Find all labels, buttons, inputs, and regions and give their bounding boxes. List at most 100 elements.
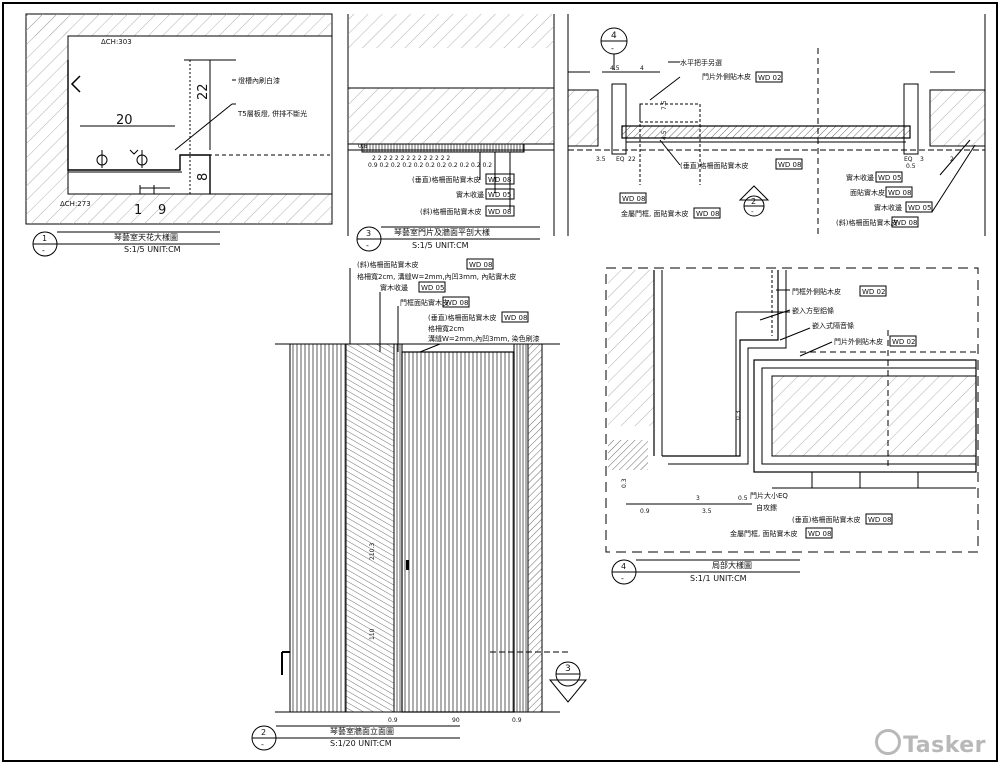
d2-scale: S:1/20 UNIT:CM [330,739,392,748]
d4-code-4: WD 08 [808,530,831,538]
d3-dims-row2: 0.9 0.2 0.2 0.2 0.2 0.2 0.2 0.2 0.2 0.2 … [368,162,492,169]
d1-ref: - [42,246,45,255]
d3-code-2: WD 05 [488,191,511,199]
d4-note-acoustic: 嵌入式隔音條 [812,321,854,330]
dim-4: 4 [640,65,644,72]
watermark-text: Tasker [903,733,986,758]
note-t5-light: T5層板燈, 併排不斷光 [237,109,307,118]
bubble-4-ref: - [611,44,614,53]
d4-dim-3: 3 [696,495,700,502]
d2-note-grille: 格柵寬2cm, 溝縫W=2mm,內凹3mm, 內貼實木皮 [357,272,516,281]
detail-1-ceiling: ΔCH:303 ΔCH:273 燈槽內刷白漆 T5層板燈, 併排不斷光 20 2… [25,13,333,257]
d2-ref: - [261,740,264,749]
tr-code-1: WD 02 [758,74,781,82]
d4-dim-3.5: 3.5 [702,508,712,515]
d4-note-door-skin: 門片外側貼木皮 [834,337,883,346]
dim-7.5: 7.5 [661,100,668,110]
d4-note-aluminium: 嵌入方型鋁條 [792,306,834,315]
d3-code-1: WD 08 [488,176,511,184]
detail-4-partial: 0.3 0.3 0.9 3 3.5 0.5 門框外側貼木皮 WD 02 嵌入方型… [605,267,979,585]
dim-8: 8 [196,173,211,181]
tr-note-door-skin: 門片外側貼木皮 [702,72,751,81]
dim-2: 2 [950,156,954,163]
d4-code-1: WD 02 [862,288,885,296]
d4-ref: - [621,574,624,583]
dim-3: 3 [920,156,924,163]
tr-note-trim-2: 實木收邊 [874,203,902,212]
d4-num: 4 [621,562,626,571]
d2-code-3: WD 08 [445,299,468,307]
tr-code-8: WD 08 [894,219,917,227]
d2-dim-door: 90 [452,717,460,724]
d1-num: 1 [42,234,47,243]
tr-note-trim-1: 實木收邊 [846,173,874,182]
dim-eq-2: EQ [904,156,913,163]
tr-note-vertical: (垂直)格柵面貼實木皮 [680,161,748,170]
d3-note-trim: 實木收邊 [456,190,484,199]
bubble-4-num: 4 [611,31,617,41]
d2-height-1: 210.3 [369,543,376,560]
section-2-num: 2 [751,197,756,206]
d2-dim-left: 0.9 [388,717,398,724]
tr-code-7: WD 05 [908,204,931,212]
d4-scale: S:1/1 UNIT:CM [690,574,747,583]
d4-dim-0.3a: 0.3 [735,410,742,420]
watermark: Tasker [875,729,986,758]
d4-note-metal-frame: 金屬門框, 面貼實木皮 [730,529,797,538]
d3-title: 琴藝室門片及牆面平剖大樣 [394,227,490,237]
d3-code-3: WD 08 [488,208,511,216]
d4-code-3: WD 08 [868,516,891,524]
d2-code-1: WD 08 [469,261,492,269]
section-2-ref: - [751,208,754,216]
d4-note-door-eq: 門片大小EQ [750,491,788,500]
tr-note-face: 面貼實木皮 [850,188,885,197]
tasker-logo-icon [875,729,902,755]
d4-dim-0.3b: 0.3 [621,478,628,488]
d3-note-vertical: (垂直)格柵面貼實木皮 [412,175,480,184]
tr-note-metal-frame: 金屬門框, 面貼實木皮 [621,209,688,218]
dim-4.5: 4.5 [610,65,620,72]
d2-section-num: 3 [565,664,571,674]
dim-9: 9 [158,203,166,218]
d2-dim-right: 0.9 [512,717,522,724]
dim-22: 22 [628,156,636,163]
dim-1: 1 [134,203,142,218]
detail-door-plan: 4 - 2 - 4.5 4 7.5 4.5 3.5 EQ 22 EQ 3 2 0… [567,14,986,236]
d3-side-dim: 0.8 [358,143,368,150]
tr-code-4: WD 08 [696,210,719,218]
d4-note-frame-skin: 門框外側貼木皮 [792,287,841,296]
d2-num: 2 [261,728,266,737]
d2-section-ref: - [565,681,568,690]
detail-3-plan-section: 0.8 2 2 2 2 2 2 2 2 2 2 2 2 2 2 0.9 0.2 … [347,14,555,252]
d3-dims-row: 2 2 2 2 2 2 2 2 2 2 2 2 2 2 [372,155,450,162]
d2-note-width: 格柵寬2cm [428,324,464,333]
d3-scale: S:1/5 UNIT:CM [412,241,469,250]
d2-note-frame: 門框面貼實木皮 [400,298,449,307]
tr-note-handle: 水平把手另選 [680,58,722,67]
d4-dim-0.5: 0.5 [738,495,748,502]
dim-22: 22 [196,83,211,100]
d4-dim-0.9: 0.9 [640,508,650,515]
d4-note-screw: 自攻鏍 [756,503,777,512]
tr-code-2: WD 08 [778,161,801,169]
tr-note-diagonal: (斜)格柵面貼實木皮 [836,218,897,227]
ch-bottom-label: ΔCH:273 [60,200,91,208]
ch-top-label: ΔCH:303 [101,38,132,46]
note-light-trough: 燈槽內刷白漆 [238,76,280,85]
detail-2-elevation: 3 - 210.3 110 0.9 90 0.9 (斜)格柵面貼實木皮 WD 0… [251,258,588,751]
dim-4.5b: 4.5 [661,130,668,140]
d2-title: 琴藝室牆面立面圖 [330,726,394,736]
d2-note-vertical: (垂直)格柵面貼實木皮 [428,313,496,322]
d2-note-trim: 實木收邊 [380,283,408,292]
dim-eq-1: EQ [616,156,625,163]
tr-code-5: WD 05 [878,174,901,182]
dim-0.5: 0.5 [906,163,916,170]
d1-scale: S:1/5 UNIT:CM [124,245,181,254]
d4-title: 局部大樣圖 [712,560,752,570]
d2-code-2: WD 05 [421,284,444,292]
d4-note-vertical: (垂直)格柵面貼實木皮 [792,515,860,524]
d1-title: 琴藝室天花大樣圖 [114,232,178,242]
d4-code-2: WD 02 [892,338,915,346]
